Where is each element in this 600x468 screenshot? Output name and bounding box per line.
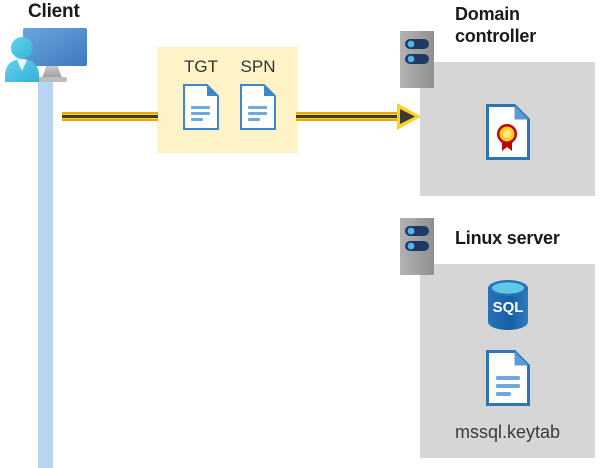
keytab-document-icon xyxy=(486,350,530,406)
client-title: Client xyxy=(28,1,80,22)
domain-controller-title-line-1: Domain xyxy=(455,4,520,24)
certificate-document-icon xyxy=(486,104,530,160)
domain-controller-title: Domain controller xyxy=(455,3,597,47)
sql-database-icon: SQL xyxy=(484,278,532,332)
server-tower-icon xyxy=(400,218,434,275)
client-lifeline-bar xyxy=(38,78,53,468)
domain-controller-title-line-2: controller xyxy=(455,26,537,46)
tgt-label: TGT xyxy=(184,57,218,76)
linux-server-title: Linux server xyxy=(455,228,560,248)
spn-label: SPN xyxy=(240,57,276,76)
keytab-filename-label: mssql.keytab xyxy=(454,422,561,442)
client-user-monitor-icon xyxy=(5,26,95,86)
document-icon xyxy=(240,84,276,130)
request-arrow-head-icon xyxy=(396,102,422,131)
document-icon xyxy=(183,84,219,130)
flow-line-segment-right xyxy=(296,112,402,121)
sql-database-label: SQL xyxy=(493,299,524,316)
flow-line-segment-left xyxy=(62,112,158,121)
server-tower-icon xyxy=(400,31,434,88)
